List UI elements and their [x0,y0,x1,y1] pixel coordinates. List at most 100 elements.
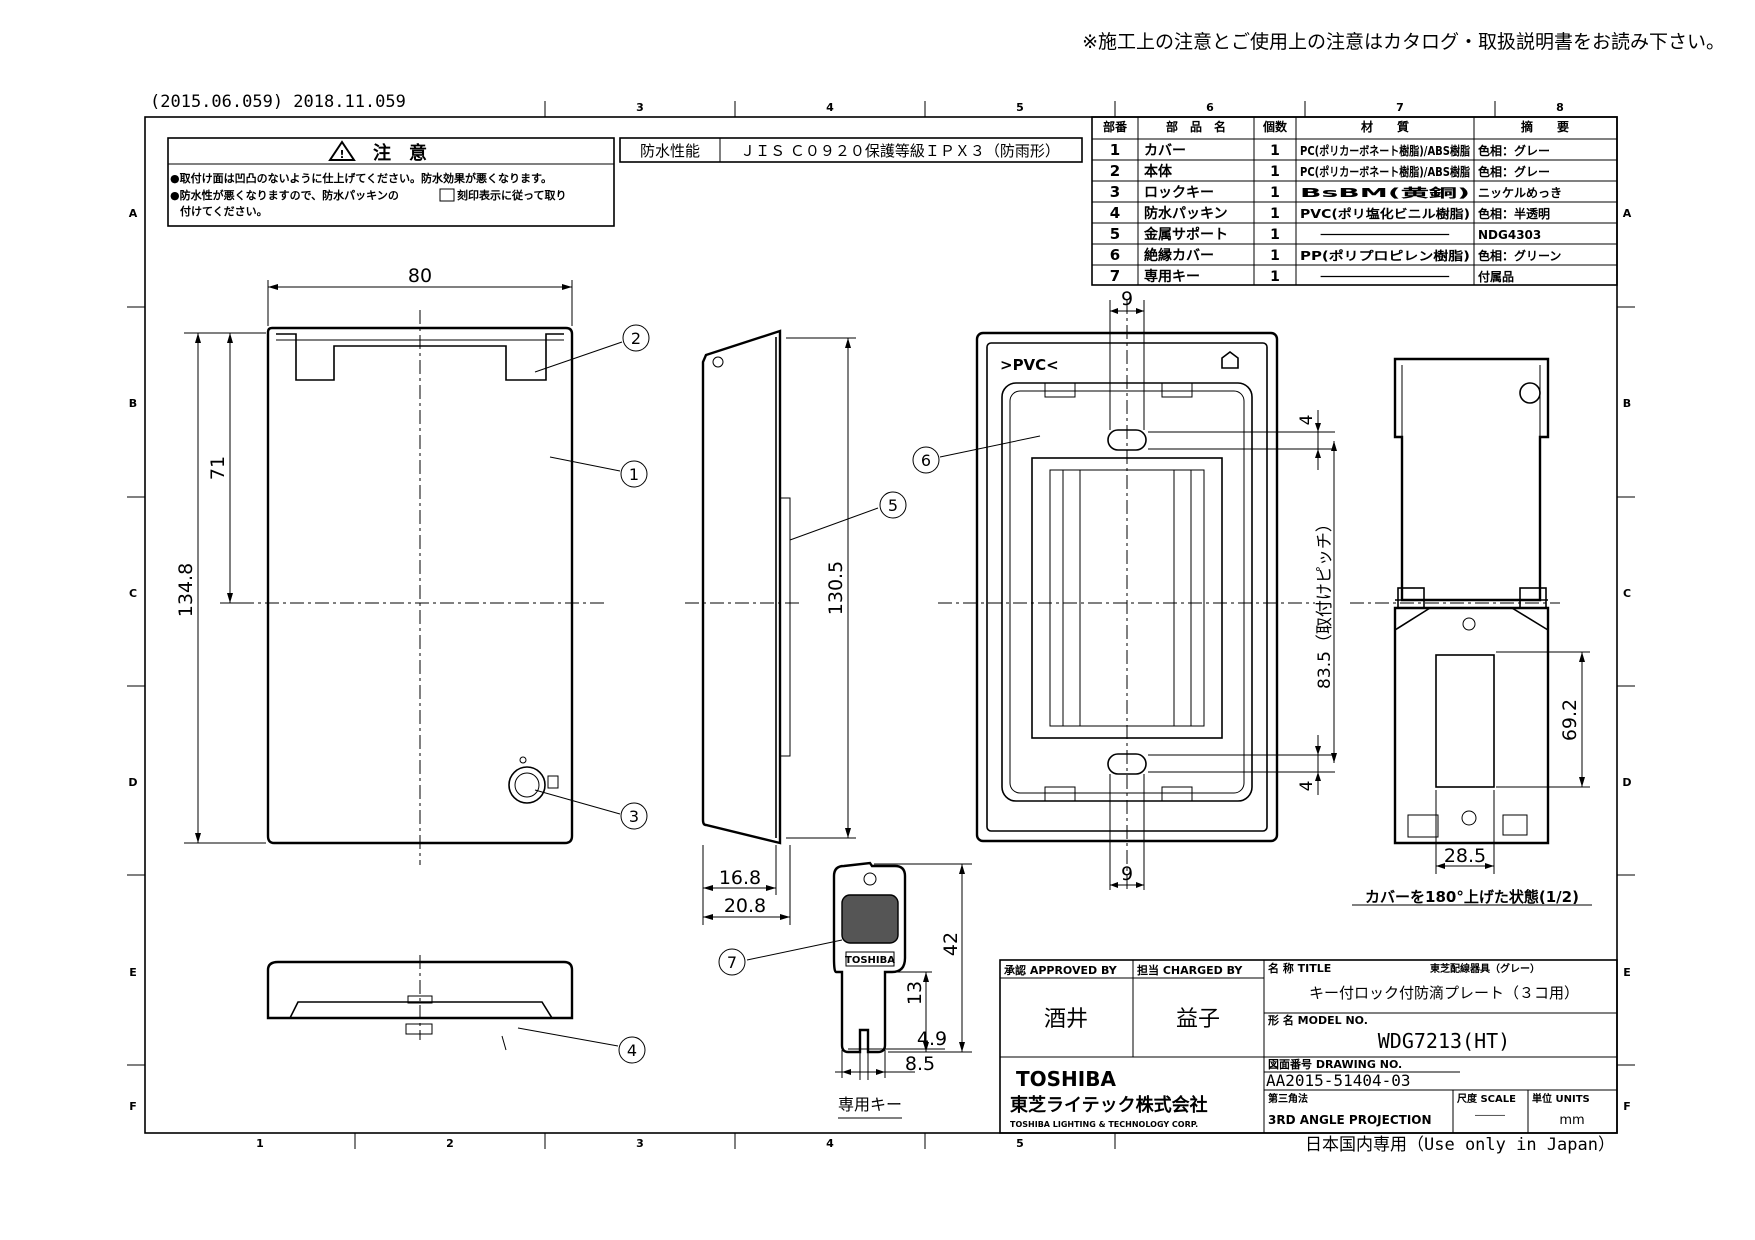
dim-71: 71 [207,456,229,480]
table-cell-material: PP(ポリプロピレン樹脂) [1300,248,1470,263]
waterproof-value: ＪＩＳ Ｃ０９２０保護等級ＩＰＸ３（防雨形） [740,142,1060,160]
svg-text:7: 7 [727,953,737,972]
table-cell-no: 1 [1110,141,1120,159]
caution-line: ●防水性が悪くなりますので、防水パッキンの [170,188,399,202]
projection-label: 第三角法 [1268,1092,1308,1105]
table-cell-qty: 1 [1270,227,1280,243]
svg-text:6: 6 [921,451,931,470]
revision-text: (2015.06.059) 2018.11.059 [150,92,406,112]
company-name-en: TOSHIBA LIGHTING & TECHNOLOGY CORP. [1010,1120,1198,1129]
col-label: 5 [1016,101,1024,114]
table-cell-no: 3 [1110,183,1120,201]
table-cell-no: 7 [1110,267,1120,285]
table-cell-name: 防水パッキン [1144,205,1228,222]
dim-4-bottom: 4 [1297,781,1317,792]
table-cell-no: 2 [1110,162,1120,180]
table-cell-no: 4 [1110,204,1120,222]
waterproof-label: 防水性能 [640,142,700,160]
dim-80: 80 [408,265,432,287]
table-cell-no: 6 [1110,246,1120,264]
table-cell-material: PC(ポリカーボネート樹脂)/ABS樹脂 [1300,143,1470,158]
table-cell-qty: 1 [1270,206,1280,222]
svg-text:F: F [1623,1100,1631,1113]
caution-title: 注 意 [373,142,427,164]
col-label: 4 [826,101,834,114]
front-view: 80 134.8 71 2 1 3 [175,265,650,865]
table-cell-qty: 1 [1270,143,1280,159]
notice-text: ※施工上の注意とご使用上の注意はカタログ・取扱説明書をお読み下さい。 [1082,31,1725,53]
table-cell-name: 絶縁カバー [1144,247,1214,264]
table-cell-note: 色相：グリーン [1478,248,1561,263]
table-cell-material: － [1300,270,1470,284]
table-cell-name: 本体 [1144,163,1173,180]
dim-4-9: 4.9 [917,1028,947,1050]
svg-text:4: 4 [627,1041,637,1060]
svg-text:A: A [1623,207,1632,220]
svg-text:A: A [129,207,138,220]
svg-text:C: C [1623,587,1631,600]
key-view: TOSHIBA 42 13 4.9 8.5 7 専用キー [718,861,972,1119]
grid-column-markers: 3 4 5 6 7 8 1 2 3 4 5 [256,101,1564,1150]
scale-value: ――― [1475,1110,1505,1121]
callout-5 [879,491,907,519]
title-block: 承認 APPROVED BY 酒井 担当 CHARGED BY 益子 名 称 T… [999,959,1618,1134]
table-cell-name: 金属サポート [1143,226,1228,243]
caution-box: ! 注 意 ●取付け面は凹凸のないように仕上げてください。防水効果が悪くなります… [167,137,615,227]
table-cell-material: － [1300,228,1470,242]
key-caption: 専用キー [838,1095,902,1114]
svg-text:材 質: 材 質 [1360,119,1409,134]
svg-text:D: D [1622,776,1631,789]
dim-83-5: 83.5（取付けピッチ） [1315,515,1335,689]
col-label: 7 [1396,101,1404,114]
col-label: 3 [636,1137,644,1150]
col-label: 6 [1206,101,1214,114]
key-grip [841,894,899,944]
drawing-frame [144,116,1618,1134]
table-cell-qty: 1 [1270,185,1280,201]
dim-28-5: 28.5 [1444,845,1486,867]
dim-69-2: 69.2 [1559,699,1581,741]
svg-text:F: F [129,1100,137,1113]
approved-name: 酒井 [1044,1007,1088,1032]
svg-text:1: 1 [629,465,639,484]
dim-134-8: 134.8 [175,563,197,617]
lock-icon [508,766,546,804]
grid-row-markers: A B C D E F A B C D E F [127,207,1635,1113]
open-state-caption: カバーを180°上げた状態(1/2) [1365,888,1579,906]
units-value: mm [1559,1113,1584,1128]
table-cell-note: 色相：グレー [1478,164,1550,179]
svg-text:B: B [1623,397,1631,410]
charged-label: 担当 CHARGED BY [1137,963,1243,977]
title-label: 名 称 TITLE [1268,961,1331,975]
callout-2 [622,324,650,352]
svg-text:E: E [1623,966,1631,979]
scale-label: 尺度 SCALE [1457,1092,1516,1105]
callout-3 [620,802,648,830]
body-view: >PVC< 9 9 4 83.5（取付けピッチ） 4 6 [912,288,1337,890]
svg-text:個数: 個数 [1262,119,1288,134]
open-cover-view: 69.2 28.5 カバーを180°上げた状態(1/2) [1350,357,1592,906]
col-label: 3 [636,101,644,114]
col-label: 8 [1556,101,1564,114]
callout-1 [620,460,648,488]
svg-text:部番: 部番 [1103,119,1128,134]
col-label: 2 [446,1137,454,1150]
table-cell-material: BsBM(黄銅) [1300,185,1470,200]
table-cell-name: カバー [1144,143,1186,159]
svg-text:摘 要: 摘 要 [1521,119,1569,134]
dim-42: 42 [940,932,962,956]
table-cell-material: PC(ポリカーボネート樹脂)/ABS樹脂 [1300,164,1470,179]
table-cell-name: 専用キー [1144,268,1200,285]
product-title: キー付ロック付防滴プレート（３コ用） [1309,984,1579,1002]
svg-text:D: D [128,776,137,789]
col-label: 5 [1016,1137,1024,1150]
col-label: 1 [256,1137,264,1150]
dim-13: 13 [904,981,926,1005]
dim-16-8: 16.8 [719,867,761,889]
svg-text:部 品 名: 部 品 名 [1166,119,1226,134]
table-cell-note: 色相：グレー [1478,143,1550,158]
warning-icon [328,140,356,161]
table-cell-name: ロックキー [1144,185,1214,201]
svg-text:3: 3 [629,807,639,826]
